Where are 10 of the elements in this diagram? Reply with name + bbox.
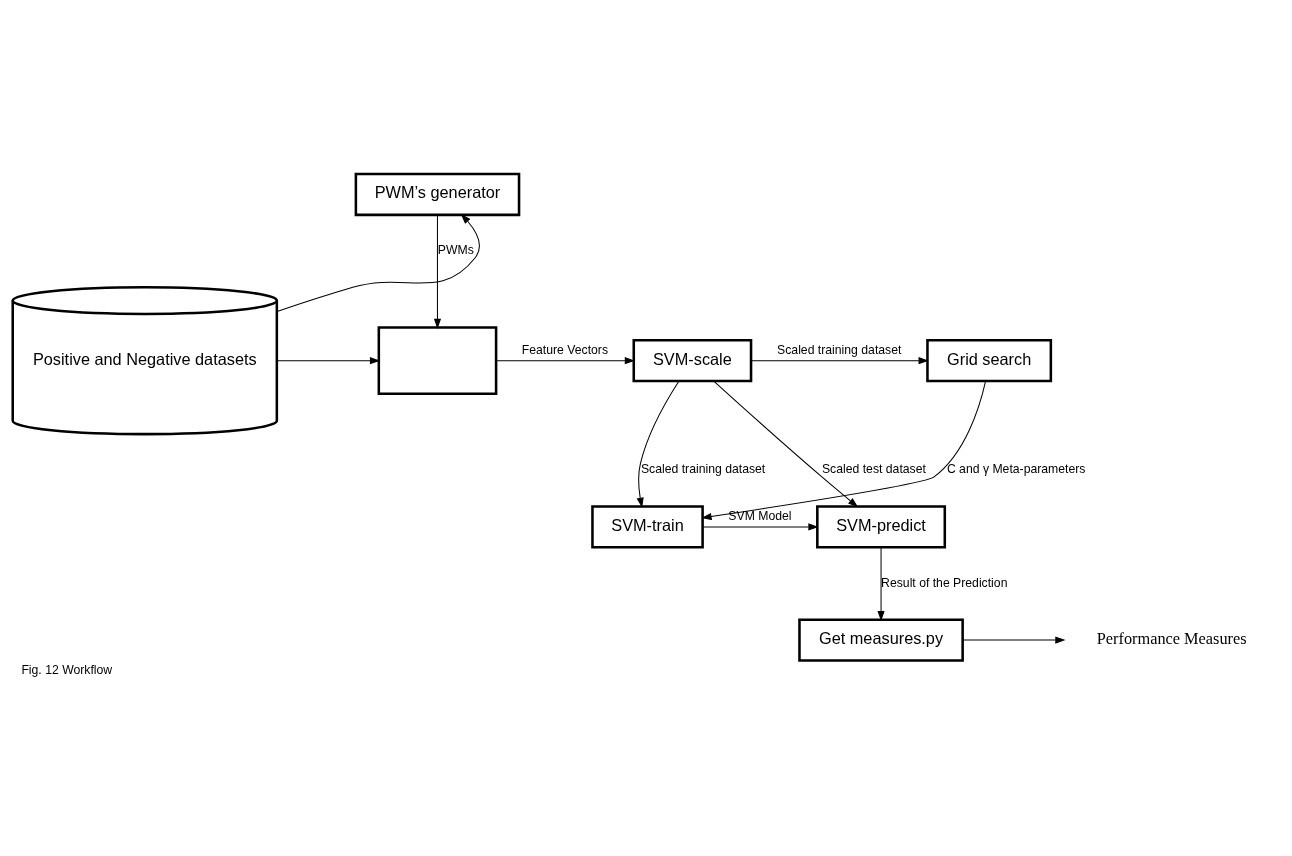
- edge-label: Scaled training dataset: [640, 462, 766, 477]
- caption: Fig. 12 Workflow: [21, 663, 113, 678]
- edge-label: C and γ Meta-parameters: [946, 462, 1086, 477]
- edge-label: Feature Vectors: [521, 343, 609, 358]
- edge-label: Result of the Prediction: [881, 575, 1008, 590]
- edge-label: Scaled training dataset: [777, 343, 902, 358]
- edge-label: PWMs: [437, 243, 474, 258]
- edge-label: SVM Model: [728, 509, 792, 524]
- edge-label: Scaled test dataset: [821, 462, 926, 477]
- node-text: Performance Measures: [1096, 628, 1247, 648]
